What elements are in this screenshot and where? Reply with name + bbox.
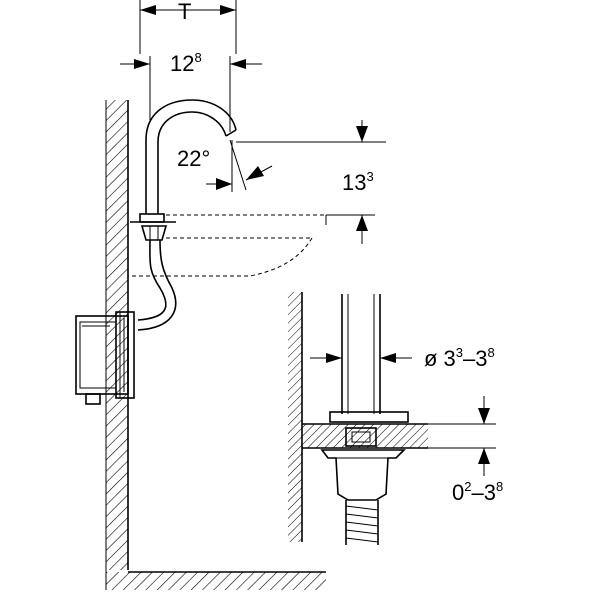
dimension-angle [206, 139, 273, 192]
dim-height-label: 133 [342, 169, 374, 195]
dimension-width [120, 56, 262, 132]
faucet-spout [130, 99, 237, 241]
supply-hose [137, 239, 177, 331]
control-box [75, 311, 135, 405]
detail-hose [345, 500, 379, 545]
wall-section [105, 100, 129, 590]
dimension-height [236, 120, 386, 244]
dimension-T [139, 0, 237, 54]
dim-T-label: T [178, 0, 191, 24]
dim-angle-label: 22° [177, 146, 210, 171]
detail-wall [288, 292, 303, 542]
basin-outline [128, 214, 375, 277]
dim-diameter-label: ø 33–38 [424, 345, 495, 371]
dim-width-label: 128 [170, 50, 202, 76]
floor-section [106, 571, 326, 590]
dimension-diameter [310, 353, 412, 363]
dim-thickness-label: 02–38 [452, 479, 503, 505]
detail-fixing-nut [320, 449, 406, 501]
dimension-thickness [428, 396, 496, 476]
detail-countertop [302, 411, 428, 449]
detail-pipe [341, 294, 381, 414]
